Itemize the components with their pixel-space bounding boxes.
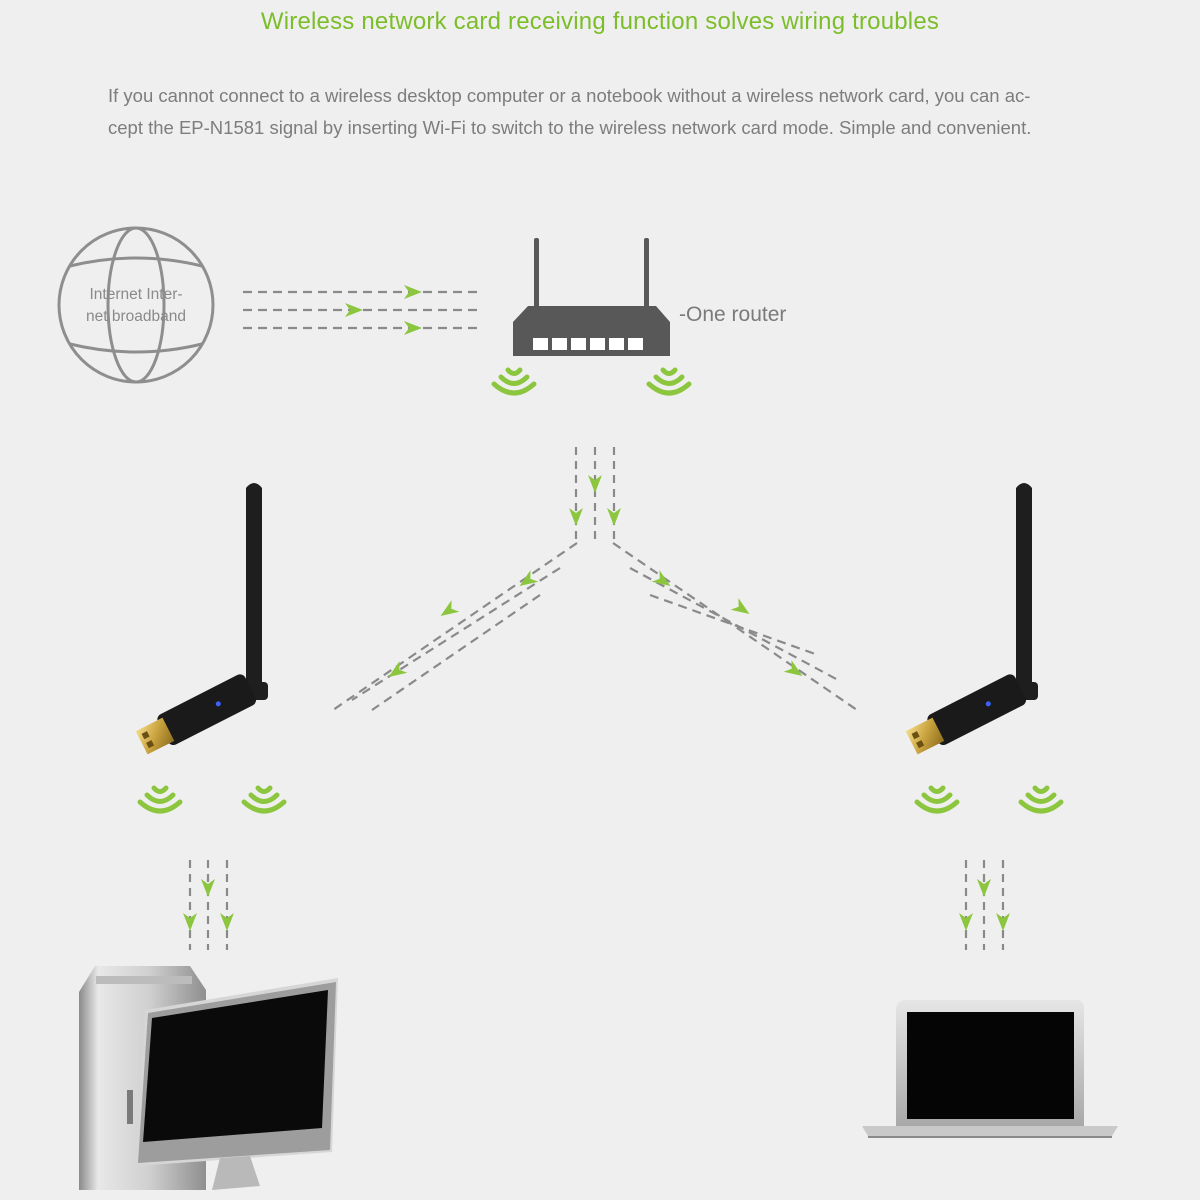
internet-to-router-arrows (243, 285, 482, 335)
wifi-signal-icon (494, 370, 534, 393)
arrow-icon (996, 913, 1010, 931)
arrow-icon (651, 570, 675, 592)
laptop-icon (862, 1000, 1118, 1138)
adapter-to-laptop-arrows (959, 860, 1010, 950)
wifi-signal-icon (140, 788, 180, 811)
desktop-computer-icon (79, 966, 338, 1190)
usb-wifi-adapter-icon (905, 483, 1038, 755)
arrow-icon (220, 913, 234, 931)
router-label: -One router (679, 303, 787, 326)
internet-label-line-1: Internet Inter- (89, 286, 183, 303)
arrow-icon (404, 321, 422, 335)
wifi-signal-icon (244, 788, 284, 811)
arrow-icon (959, 913, 973, 931)
router-icon (513, 238, 670, 356)
router-to-left-adapter-arrows (332, 542, 578, 711)
globe-icon (57, 226, 215, 384)
arrow-icon (404, 285, 422, 299)
wifi-signal-icon (1021, 788, 1061, 811)
description-line-1: If you cannot connect to a wireless desk… (108, 85, 1031, 106)
arrow-icon (730, 598, 754, 620)
internet-label-line-2: net broadband (86, 308, 186, 325)
router-down-arrows (569, 447, 621, 540)
usb-wifi-adapter-icon (135, 483, 268, 755)
description: If you cannot connect to a wireless desk… (108, 80, 1093, 144)
router-to-right-adapter-arrows (612, 542, 858, 711)
internet-label: Internet Inter- net broadband (66, 284, 206, 328)
arrow-icon (183, 913, 197, 931)
adapter-to-desktop-arrows (183, 860, 234, 950)
page-title: Wireless network card receiving function… (260, 8, 940, 35)
wifi-signal-icon (917, 788, 957, 811)
wifi-signal-icon (649, 370, 689, 393)
description-line-2: cept the EP-N1581 signal by inserting Wi… (108, 117, 1032, 138)
arrow-icon (345, 303, 363, 317)
arrow-icon (436, 600, 460, 622)
